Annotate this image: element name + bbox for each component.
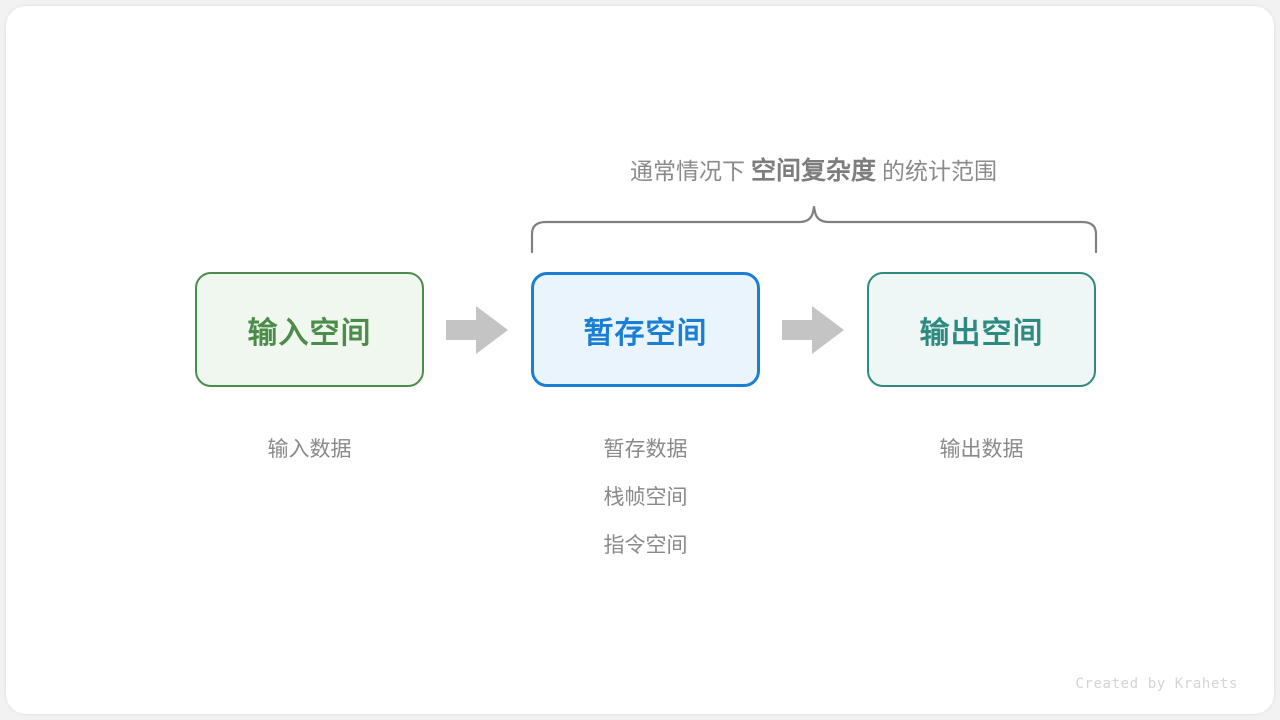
stage-captions-temp: 暂存数据 栈帧空间 指令空间 <box>531 426 760 570</box>
curly-brace-icon <box>530 205 1098 254</box>
slide-card: 通常情况下空间复杂度的统计范围 输入空间 暂存空间 输出空间 输入数据 暂存数据 <box>6 6 1274 714</box>
stage-box-temp-label: 暂存空间 <box>583 316 708 350</box>
brace-title-suffix: 的统计范围 <box>882 158 997 184</box>
caption-item: 指令空间 <box>603 534 688 557</box>
stage-captions-output: 输出数据 <box>867 426 1096 474</box>
stage-captions-input: 输入数据 <box>195 426 424 474</box>
caption-item: 输出数据 <box>939 438 1024 461</box>
arrow-right-icon-2 <box>782 306 844 354</box>
brace-title-emphasis: 空间复杂度 <box>750 157 876 185</box>
stage-box-output-label: 输出空间 <box>919 316 1044 350</box>
caption-item: 栈帧空间 <box>603 486 688 509</box>
caption-item: 暂存数据 <box>603 438 688 461</box>
stage-box-temp[interactable]: 暂存空间 <box>531 272 760 387</box>
stage-box-input[interactable]: 输入空间 <box>195 272 424 387</box>
arrow-right-icon-1 <box>446 306 508 354</box>
brace-annotation-title: 通常情况下空间复杂度的统计范围 <box>531 154 1096 188</box>
brace-title-prefix: 通常情况下 <box>629 158 745 184</box>
stage-box-input-label: 输入空间 <box>247 316 372 350</box>
caption-item: 输入数据 <box>267 438 352 461</box>
watermark-credit: Created by Krahets <box>1075 676 1238 692</box>
stage-box-output[interactable]: 输出空间 <box>867 272 1096 387</box>
